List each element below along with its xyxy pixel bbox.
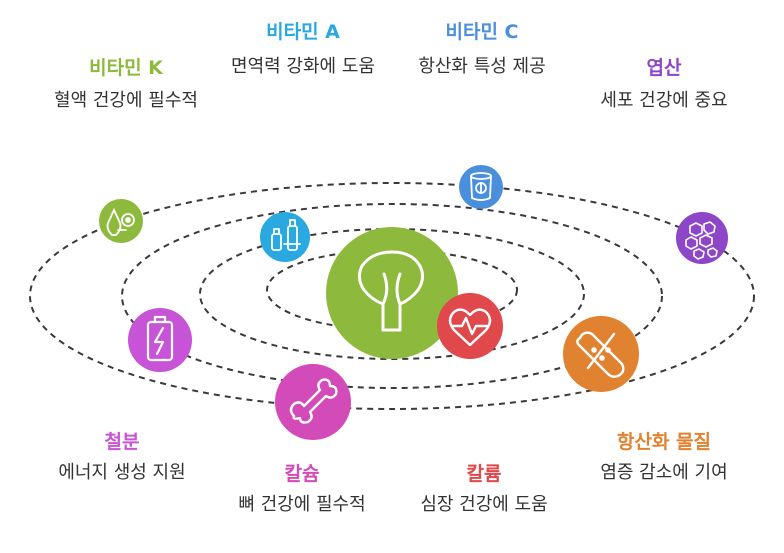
vitamin-c-desc: 항산화 특성 제공 [418,56,546,77]
iron-label: 철분 에너지 생성 지원 [22,430,222,485]
iron-desc: 에너지 생성 지원 [58,462,186,483]
vitamin-a-desc: 면역력 강화에 도움 [231,56,375,77]
folate-title: 엽산 [646,57,682,79]
potassium-title: 칼륨 [466,463,502,485]
vial-icon [260,212,310,262]
broccoli-icon [326,227,458,359]
vitamin-k-label: 비타민 K 혈액 건강에 필수적 [26,56,226,113]
vitamin-k-title: 비타민 K [89,57,163,79]
vitamin-k-desc: 혈액 건강에 필수적 [54,90,198,111]
orbit-ring-4 [29,182,755,410]
battery-charge-icon [128,308,192,372]
orbit-ring-1 [266,249,518,331]
calcium-desc: 뼈 건강에 필수적 [238,494,366,515]
calcium-label: 칼슘 뼈 건강에 필수적 [200,462,404,517]
vitamin-a-title: 비타민 A [266,21,340,43]
calcium-title: 칼슘 [284,463,320,485]
antioxidants-label: 항산화 물질 염증 감소에 기여 [562,430,766,485]
bone-icon [275,364,351,440]
vitamin-c-label: 비타민 C 항산화 특성 제공 [384,20,580,79]
potassium-label: 칼륨 심장 건강에 도움 [386,462,582,517]
orbit-ring-3 [121,203,663,389]
vitamin-c-title: 비타민 C [445,21,519,43]
folate-label: 엽산 세포 건강에 중요 [566,56,762,113]
antioxidants-title: 항산화 물질 [616,431,711,453]
folate-desc: 세포 건강에 중요 [600,90,728,111]
potassium-desc: 심장 건강에 도움 [420,494,548,515]
antioxidants-desc: 염증 감소에 기여 [600,462,728,483]
citrus-cup-icon [459,165,503,209]
bandage-icon [563,316,639,392]
blood-drop-icon [99,199,143,243]
cells-icon [676,212,728,264]
vitamin-a-label: 비타민 A 면역력 강화에 도움 [210,20,396,79]
heart-pulse-icon [437,293,503,359]
iron-title: 철분 [104,431,140,453]
